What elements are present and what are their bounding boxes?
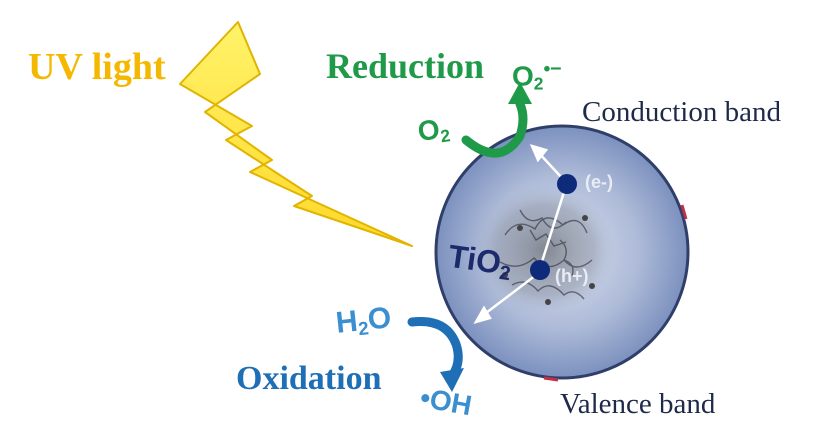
oxidation-label: Oxidation xyxy=(236,360,382,397)
electron-dot xyxy=(557,174,577,194)
reduction-curved-arrow-icon xyxy=(461,82,532,158)
hole-label: (h+) xyxy=(555,266,589,286)
oxidation-curved-arrow-icon xyxy=(407,316,464,392)
water-species: H2O xyxy=(334,301,393,340)
conduction-band-label: Conduction band xyxy=(582,96,781,128)
oxygen-species: O2 xyxy=(415,113,452,148)
electron-label: (e-) xyxy=(585,172,613,192)
lightning-bolt-icon xyxy=(179,21,413,247)
hole-dot xyxy=(530,260,550,280)
superoxide-species: O2•− xyxy=(512,58,562,94)
carrier-arrows xyxy=(473,144,566,325)
reduction-label: Reduction xyxy=(326,46,485,86)
uv-light-label: UV light xyxy=(28,46,166,88)
valence-band-label: Valence band xyxy=(560,388,716,420)
